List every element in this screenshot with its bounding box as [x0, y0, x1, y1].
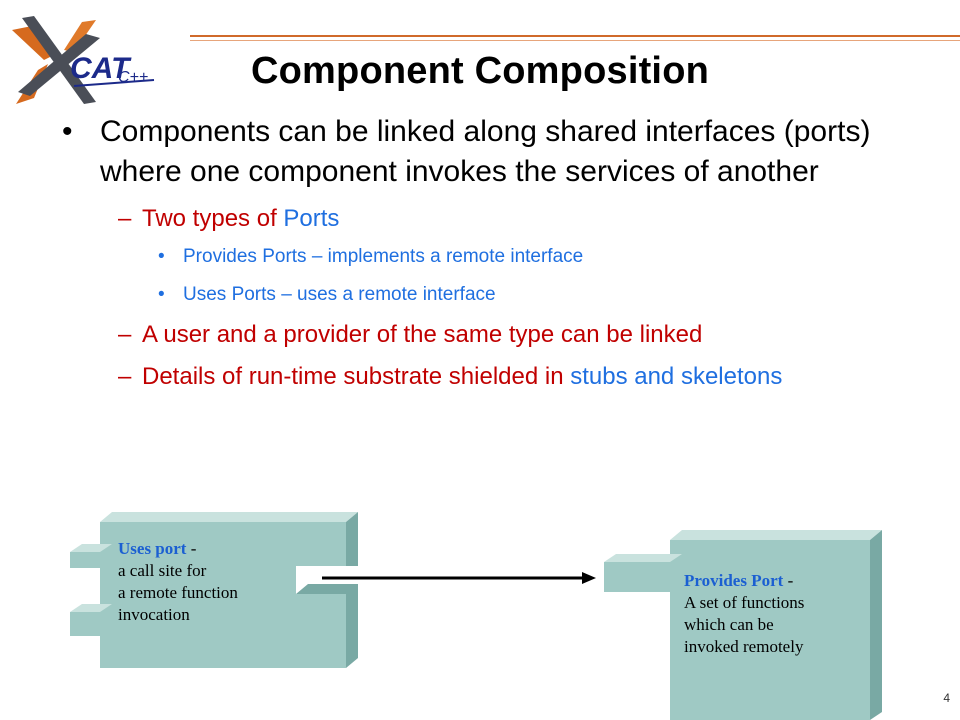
logo-underline	[73, 79, 155, 87]
uses-port-head: Uses port	[118, 539, 187, 558]
uses-port-component	[70, 512, 360, 668]
uses-tab-upper-top	[70, 544, 112, 552]
uses-notch-shade	[296, 584, 358, 594]
uses-port-line3: invocation	[118, 605, 190, 624]
slide-title: Component Composition	[250, 50, 710, 92]
provides-body-side	[870, 530, 882, 720]
page-number: 4	[943, 691, 950, 705]
provides-body-top	[670, 530, 882, 540]
logo-bolt-a	[12, 26, 56, 60]
logo-x-stroke-2	[18, 34, 100, 96]
logo-bolt-c	[64, 20, 96, 52]
bullet-dot: •	[62, 115, 73, 148]
bullet-linked-text: A user and a provider of the same type c…	[142, 321, 703, 348]
uses-port-dash: -	[186, 539, 197, 558]
bullet-dot-small: •	[158, 246, 165, 267]
uses-tab-upper	[70, 552, 100, 568]
dash-mark: –	[118, 363, 132, 390]
logo-text-main: CAT	[70, 52, 132, 85]
uses-body-top	[100, 512, 358, 522]
provides-port-label: Provides Port - A set of functions which…	[684, 570, 804, 658]
provides-tab-top	[604, 554, 682, 562]
bullet-uses-ports: • Uses Ports – uses a remote interface	[60, 282, 930, 308]
uses-port-label: Uses port - a call site for a remote fun…	[118, 538, 238, 626]
uses-tab-lower	[70, 612, 100, 636]
catc-logo: CAT C++	[12, 16, 155, 104]
bullet-details-text: Details of run-time substrate shielded i…	[142, 363, 571, 390]
bullet-two-types-text: Two types of	[142, 205, 284, 232]
arrow-head	[582, 572, 596, 584]
uses-port-line2: a remote function	[118, 583, 238, 602]
connection-arrow	[322, 572, 596, 584]
port-diagram	[70, 512, 882, 720]
bullet-provides-ports: • Provides Ports – implements a remote i…	[60, 244, 930, 270]
bullet-provides-text: Provides Ports – implements a remote int…	[183, 246, 584, 267]
provides-port-line3: invoked remotely	[684, 637, 804, 656]
header-rule	[190, 35, 960, 37]
bullet-uses-text: Uses Ports – uses a remote interface	[183, 284, 496, 305]
bullet-main-text: Components can be linked along shared in…	[100, 115, 871, 188]
bullet-two-types: – Two types of Ports	[60, 204, 930, 234]
bullet-linked: – A user and a provider of the same type…	[60, 320, 930, 350]
bullet-details: – Details of run-time substrate shielded…	[60, 362, 930, 392]
provides-port-line2: which can be	[684, 615, 774, 634]
bullet-list: • Components can be linked along shared …	[60, 112, 930, 392]
provides-tab	[604, 562, 670, 592]
uses-tab-lower-top	[70, 604, 112, 612]
provides-port-dash: -	[783, 571, 794, 590]
uses-body-face	[100, 522, 346, 668]
provides-body-face	[670, 540, 870, 720]
bullet-main: • Components can be linked along shared …	[60, 112, 930, 192]
provides-port-head: Provides Port	[684, 571, 784, 590]
uses-port-line1: a call site for	[118, 561, 207, 580]
bullet-stubs-skeletons: stubs and skeletons	[570, 363, 783, 390]
provides-port-component	[604, 530, 882, 720]
dash-mark: –	[118, 321, 132, 348]
provides-port-line1: A set of functions	[684, 593, 805, 612]
dash-mark: –	[118, 205, 132, 232]
header-rule-thin	[190, 40, 960, 41]
bullet-dot-small: •	[158, 284, 165, 305]
bullet-ports-word: Ports	[283, 205, 340, 232]
